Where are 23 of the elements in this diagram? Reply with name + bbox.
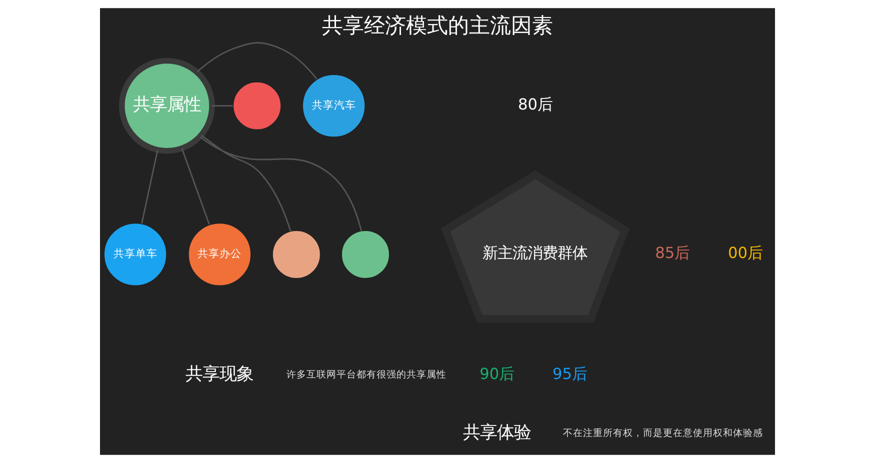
node-circle: 共享属性	[118, 58, 214, 154]
node-circle	[271, 230, 320, 279]
node-circle	[340, 230, 390, 279]
connector	[200, 134, 291, 232]
connector	[199, 136, 362, 231]
label: 90后	[479, 364, 514, 383]
label: 不在注重所有权，而是更在意使用权和体验感	[562, 428, 762, 440]
connector	[196, 42, 317, 80]
label: 许多互联网平台都有很强的共享属性	[286, 370, 446, 381]
node-circle	[232, 81, 282, 130]
connector	[212, 105, 232, 107]
node-circle: 共享汽车	[302, 74, 366, 138]
connector	[180, 148, 210, 225]
label: 00后	[728, 244, 762, 262]
label: 共享体验	[462, 423, 530, 444]
label: 共享现象	[185, 364, 254, 385]
label: 85后	[654, 244, 690, 262]
connector	[140, 150, 158, 224]
label: 95后	[552, 364, 587, 383]
diagram-title: 共享经济模式的主流因素	[322, 12, 553, 38]
node-circle: 共享办公	[187, 222, 251, 286]
label: 80后	[517, 95, 552, 114]
node-circle: 共享单车	[103, 222, 167, 286]
